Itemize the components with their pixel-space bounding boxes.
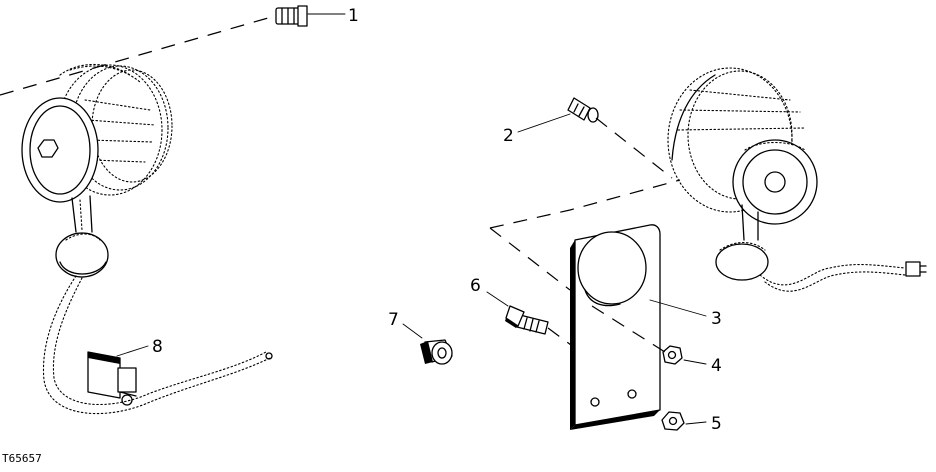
connector-part-8 <box>87 351 137 406</box>
callout-1: 1 <box>348 6 359 26</box>
leader-lines <box>116 13 707 425</box>
bushing-part-7 <box>420 339 453 365</box>
mounting-bracket-part-3 <box>570 224 661 430</box>
figure-id: T65657 <box>2 452 42 465</box>
callout-3: 3 <box>711 309 722 329</box>
left-work-light <box>21 63 273 415</box>
callout-8: 8 <box>152 337 163 357</box>
callout-6: 6 <box>470 276 481 296</box>
cap-screw-part-2 <box>567 97 599 123</box>
callout-7: 7 <box>388 310 399 330</box>
callout-labels: 1 2 3 4 5 6 7 8 <box>152 6 722 434</box>
nut-part-5 <box>661 411 685 431</box>
cap-screw-part-1 <box>275 5 308 27</box>
nut-part-4 <box>662 345 683 365</box>
right-work-light <box>667 67 927 292</box>
callout-5: 5 <box>711 414 722 434</box>
callout-2: 2 <box>503 126 514 146</box>
assembly-lines <box>0 15 681 353</box>
cap-screw-part-6 <box>505 305 549 335</box>
callout-4: 4 <box>711 356 722 376</box>
